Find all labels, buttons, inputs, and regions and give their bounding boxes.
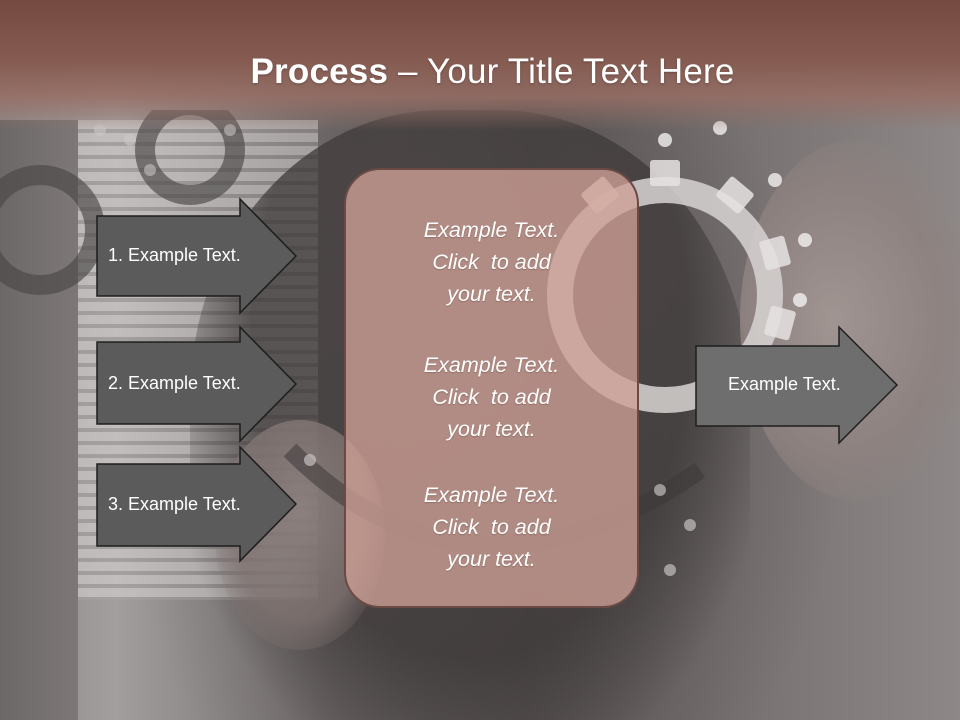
block-line: your text. xyxy=(447,417,536,441)
block-line: your text. xyxy=(447,282,536,306)
arrow-label: Example Text. xyxy=(728,374,841,394)
block-line: your text. xyxy=(447,547,536,571)
block-line: Click to add xyxy=(432,515,551,539)
arrow-label: 1. Example Text. xyxy=(108,245,241,265)
block-line: Example Text. xyxy=(423,218,560,242)
title-text: Your Title Text Here xyxy=(427,52,735,91)
arrow-label: 2. Example Text. xyxy=(108,373,241,393)
block-line: Example Text. xyxy=(423,483,560,507)
result-arrow[interactable]: Example Text. xyxy=(695,325,899,445)
text-block-2: Example Text. Click to add your text. xyxy=(346,349,637,445)
process-arrow-3[interactable]: 3. Example Text. xyxy=(96,445,298,563)
block-line: Click to add xyxy=(432,250,551,274)
gear-icon xyxy=(0,110,245,295)
title-separator: – xyxy=(388,52,427,91)
arrow-shape xyxy=(96,197,298,315)
process-arrow-2[interactable]: 2. Example Text. xyxy=(96,325,298,443)
arrow-shape xyxy=(96,445,298,563)
title-bold: Process xyxy=(250,52,389,91)
process-arrow-1[interactable]: 1. Example Text. xyxy=(96,197,298,315)
center-text-box[interactable]: Example Text. Click to add your text. Ex… xyxy=(344,168,639,608)
title-banner xyxy=(0,0,960,130)
slide-title[interactable]: Process – Your Title Text Here xyxy=(0,52,960,92)
text-block-3: Example Text. Click to add your text. xyxy=(346,479,637,575)
arrow-shape xyxy=(695,325,899,445)
arrow-shape xyxy=(96,325,298,443)
text-block-1: Example Text. Click to add your text. xyxy=(346,214,637,310)
arrow-label: 3. Example Text. xyxy=(108,494,241,514)
block-line: Example Text. xyxy=(423,353,560,377)
background-window-frame xyxy=(0,120,78,720)
block-line: Click to add xyxy=(432,385,551,409)
